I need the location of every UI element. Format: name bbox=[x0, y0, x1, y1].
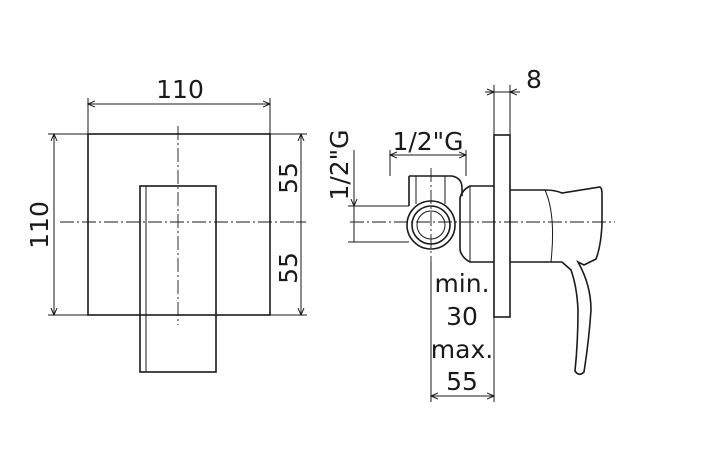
side-view: 8 1/2"G 1/2"G min. 30 max. 55 bbox=[325, 65, 615, 402]
front-handle-outline bbox=[139, 185, 217, 373]
upper-half-dimension-label: 55 bbox=[274, 162, 303, 194]
depth-max-label: max. bbox=[431, 335, 493, 364]
side-handle-outline bbox=[510, 186, 603, 376]
front-view: 110 110 55 55 bbox=[25, 75, 307, 373]
depth-min-value: 30 bbox=[446, 302, 478, 331]
inlet-thread-label: 1/2"G bbox=[325, 129, 354, 200]
outlet-connection bbox=[408, 175, 463, 206]
depth-min-label: min. bbox=[434, 269, 489, 298]
side-cover-plate bbox=[493, 134, 511, 318]
depth-max-value: 55 bbox=[446, 367, 478, 396]
mixer-body-outline bbox=[459, 185, 494, 263]
cover-plate-outline bbox=[87, 133, 271, 316]
outlet-thread-label: 1/2"G bbox=[392, 127, 463, 156]
plate-thickness-label: 8 bbox=[526, 65, 542, 94]
lower-half-dimension-label: 55 bbox=[274, 252, 303, 284]
width-dimension-label: 110 bbox=[156, 75, 204, 104]
height-dimension-label: 110 bbox=[25, 201, 54, 249]
